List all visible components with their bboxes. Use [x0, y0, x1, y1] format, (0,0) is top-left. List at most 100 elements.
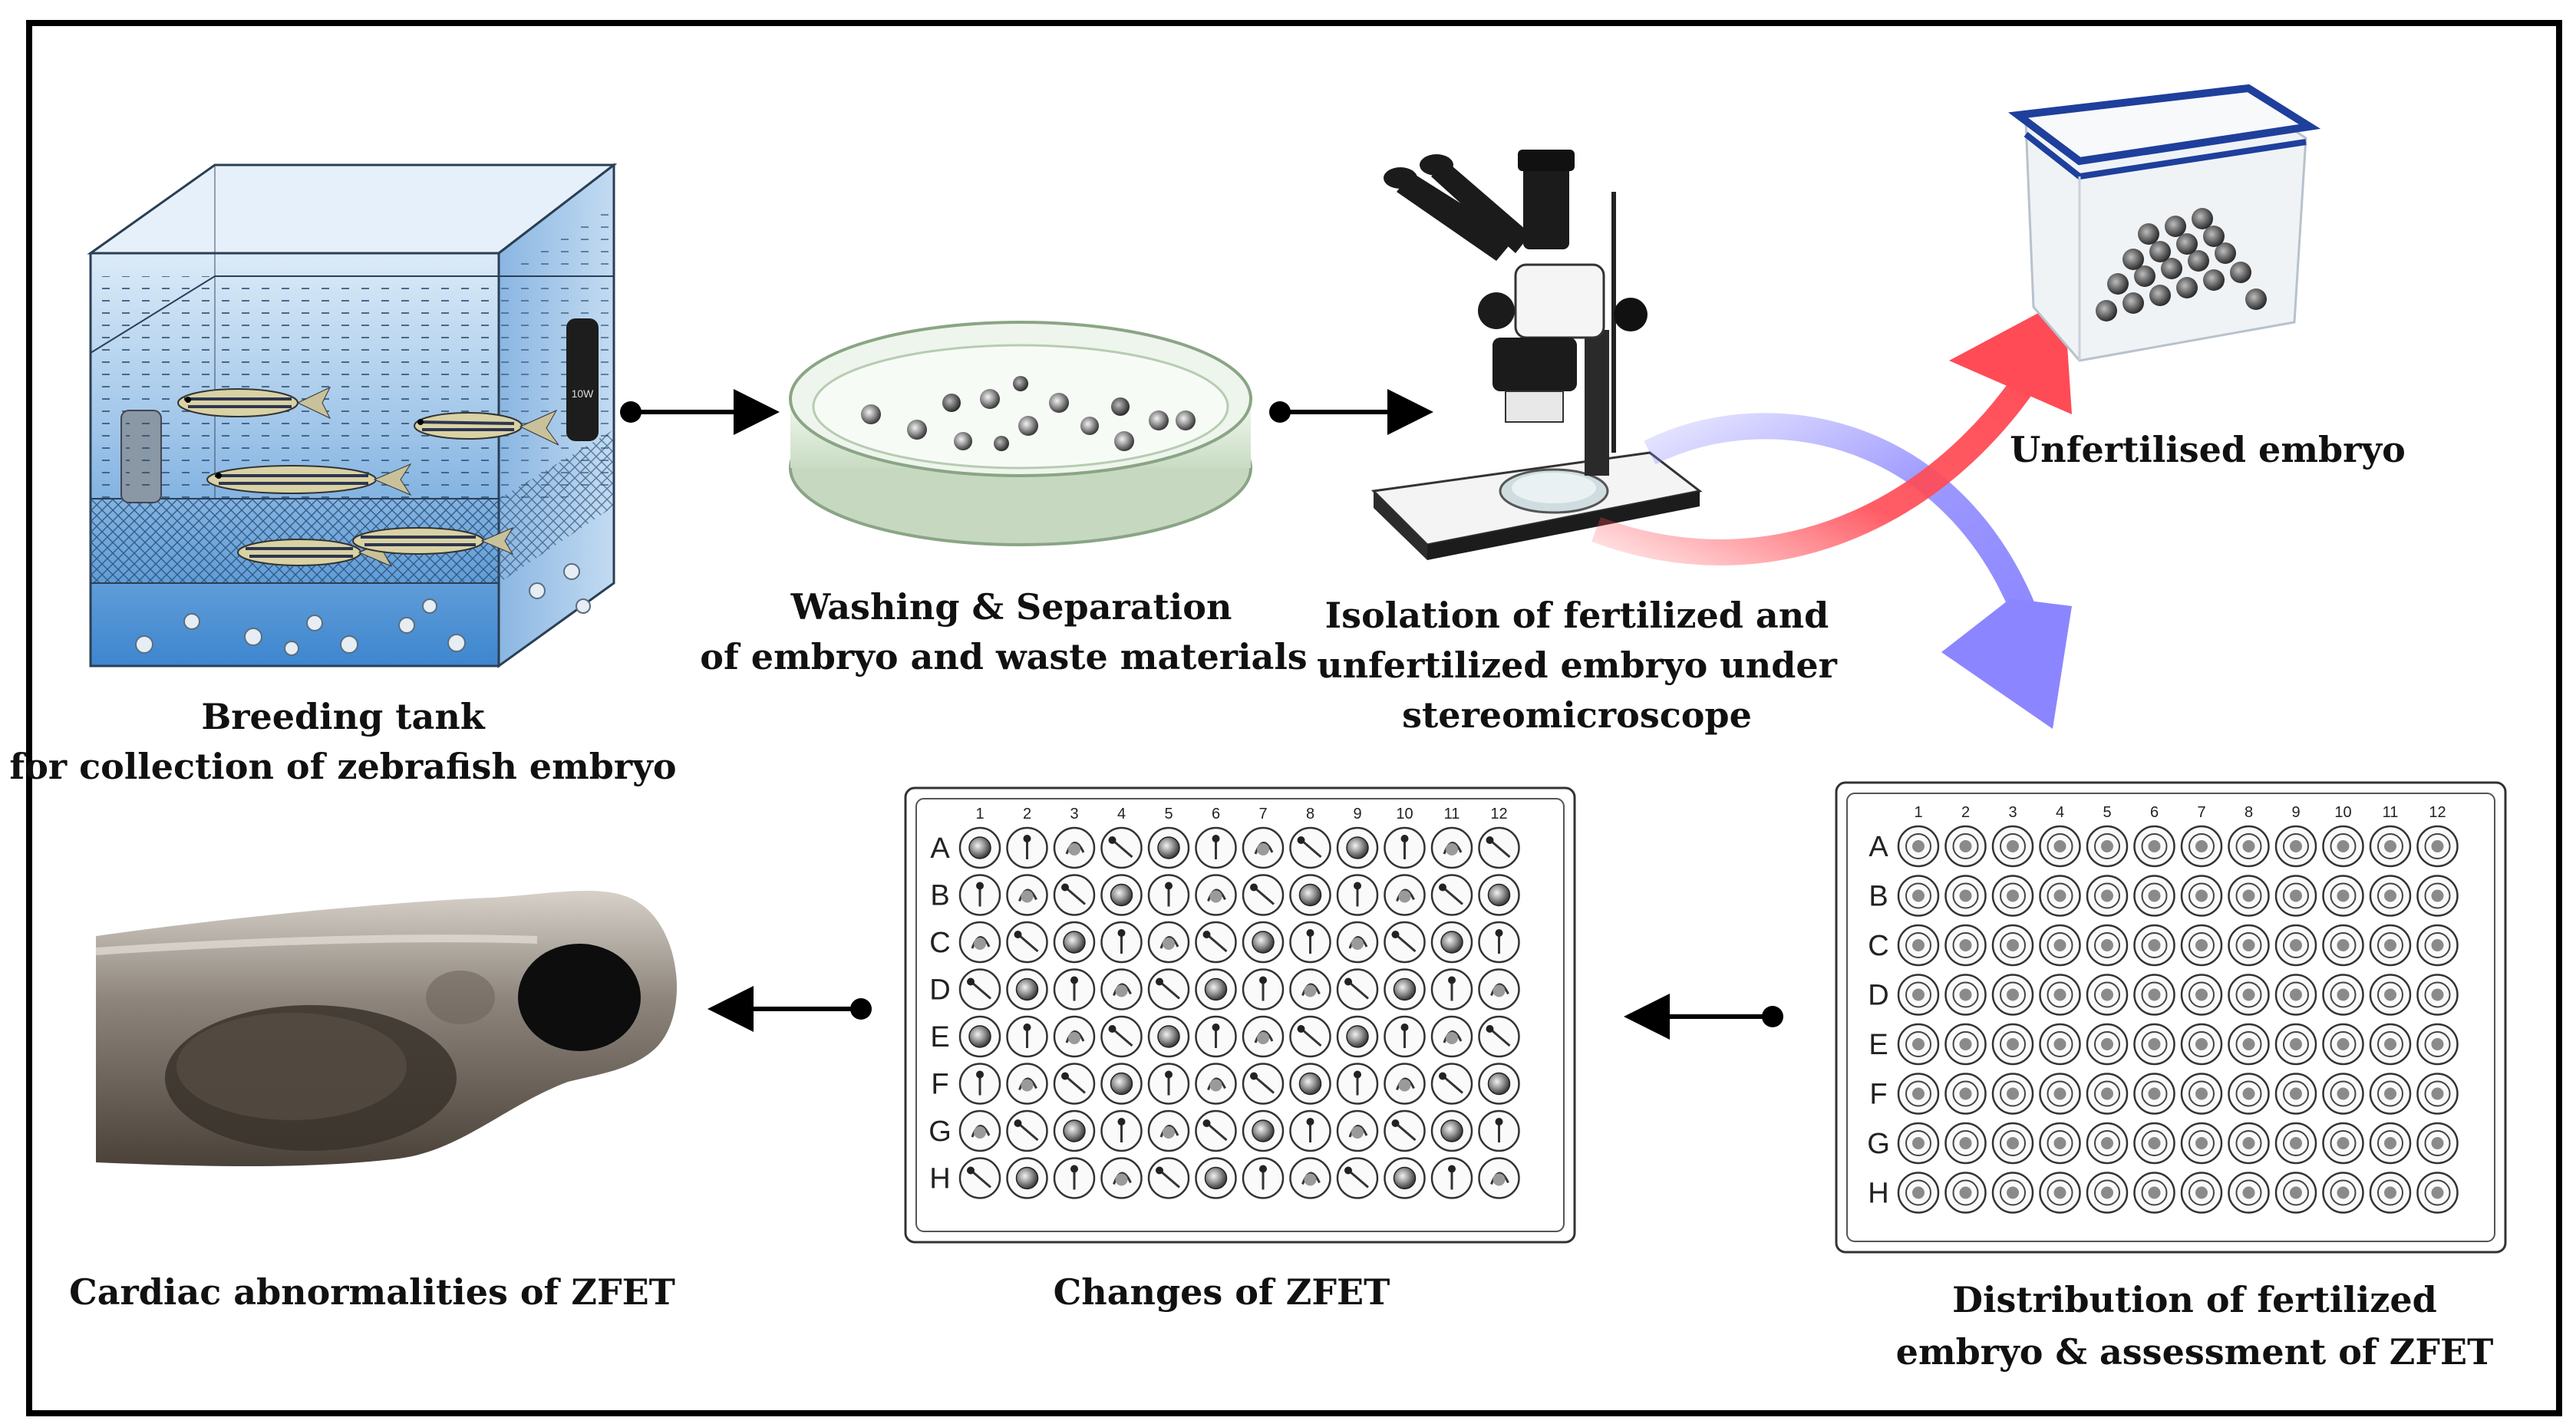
flow-arrow [707, 986, 872, 1032]
plate-well [1430, 826, 1473, 869]
zebrafish-icon [206, 463, 412, 496]
plate-well [1336, 1157, 1379, 1199]
plate-well [2228, 974, 2270, 1016]
plate-column-label: 3 [1070, 806, 1078, 822]
plate-well [2086, 875, 2129, 917]
plate-well [1478, 874, 1520, 916]
plate-well [958, 921, 1001, 964]
microscope-label-line2: unfertilized embryo under [1317, 644, 1838, 686]
plate-well [1100, 874, 1143, 916]
plate-well [2416, 875, 2459, 917]
plate-well [1430, 1015, 1473, 1058]
plate-well [1100, 826, 1143, 869]
plate-well [1944, 1172, 1987, 1214]
tank-label-line1: Breeding tank [201, 696, 485, 737]
plate-well [1897, 1073, 1940, 1115]
plate-well [2133, 924, 2175, 967]
plate-well [1944, 1073, 1987, 1115]
plate-well [1289, 921, 1331, 964]
plate-well [1147, 1015, 1190, 1058]
plate-well [2274, 974, 2317, 1016]
plate-well [1006, 1109, 1048, 1152]
petri-dish-illustration [789, 321, 1252, 546]
dish-label-line1: Washing & Separation [790, 586, 1232, 628]
plate-well [1944, 924, 1987, 967]
plate-well [1944, 875, 1987, 917]
plate-well [1478, 1015, 1520, 1058]
plate-well [1897, 1023, 1940, 1066]
plate-well [1897, 1122, 1940, 1165]
embryo-eggs [135, 563, 591, 656]
plate-well [1242, 874, 1285, 916]
plate-column-label: 7 [2197, 804, 2205, 821]
plate-well [2322, 825, 2364, 868]
plate-well [1897, 1172, 1940, 1214]
plate-well [1100, 1109, 1143, 1152]
plate-well [958, 1157, 1001, 1199]
plate-well [1195, 968, 1237, 1010]
microscope-label-line3: stereomicroscope [1402, 694, 1752, 736]
plate-well [1053, 968, 1096, 1010]
plate-column-label: 8 [2245, 804, 2253, 821]
plate-well [2369, 1073, 2412, 1115]
plate-well [1053, 1157, 1096, 1199]
plate-well [1336, 1015, 1379, 1058]
plate-column-label: 6 [2150, 804, 2159, 821]
plate-well [1991, 1122, 2034, 1165]
plate-well [1478, 968, 1520, 1010]
plate-well [1195, 874, 1237, 916]
plate-column-label: 9 [1353, 806, 1361, 822]
plate-well [2274, 1073, 2317, 1115]
plate-column-label: 12 [1490, 806, 1507, 822]
plate-well [1478, 1063, 1520, 1105]
plate-well [2322, 974, 2364, 1016]
plate-well [1430, 874, 1473, 916]
plate-well [1478, 1157, 1520, 1199]
plate-well [1147, 1157, 1190, 1199]
plate-well [2039, 1172, 2081, 1214]
plate-well [1289, 874, 1331, 916]
plate-well [2369, 1122, 2412, 1165]
plate-well [2228, 1122, 2270, 1165]
plate-row-label: C [1868, 930, 1888, 962]
plate-row-label: E [1869, 1029, 1888, 1061]
plate-well [2322, 875, 2364, 917]
plate-column-label: 11 [1444, 806, 1460, 822]
plate-well [1053, 1015, 1096, 1058]
plate-well [2039, 825, 2081, 868]
plate-row-label: B [930, 880, 949, 912]
plate-well [1336, 1109, 1379, 1152]
plate-row-label: B [1869, 881, 1888, 913]
flow-arrow [1624, 994, 1783, 1040]
plate-well [2228, 924, 2270, 967]
plate-row-label: D [1868, 980, 1888, 1012]
stereomicroscope-illustration [1370, 150, 1703, 560]
plate-well [2039, 1073, 2081, 1115]
plate-well [1053, 874, 1096, 916]
plate-well [2180, 1073, 2223, 1115]
microscope-label-line1: Isolation of fertilized and [1325, 595, 1829, 636]
plate-well [2180, 1023, 2223, 1066]
plate-column-label: 3 [2008, 804, 2017, 821]
plate-well [1430, 1157, 1473, 1199]
plate-row-label: D [929, 974, 950, 1007]
plate-row-label: H [929, 1163, 950, 1195]
plate-well [2274, 1122, 2317, 1165]
plate-well [1195, 1063, 1237, 1105]
unfertilised-container-illustration [2007, 84, 2321, 362]
plate-well [1242, 1063, 1285, 1105]
plate-row-label: A [930, 832, 950, 865]
plate-well [1242, 1015, 1285, 1058]
plate-well [2086, 825, 2129, 868]
plate-well [1384, 1109, 1426, 1152]
plate-well [1053, 1063, 1096, 1105]
plate-column-label: 5 [2103, 804, 2111, 821]
plate-well [2039, 924, 2081, 967]
cardiac-label: Cardiac abnormalities of ZFET [69, 1271, 675, 1313]
zebrafish-icon [352, 526, 514, 555]
plate-well [1430, 921, 1473, 964]
plate-well [2274, 1172, 2317, 1214]
